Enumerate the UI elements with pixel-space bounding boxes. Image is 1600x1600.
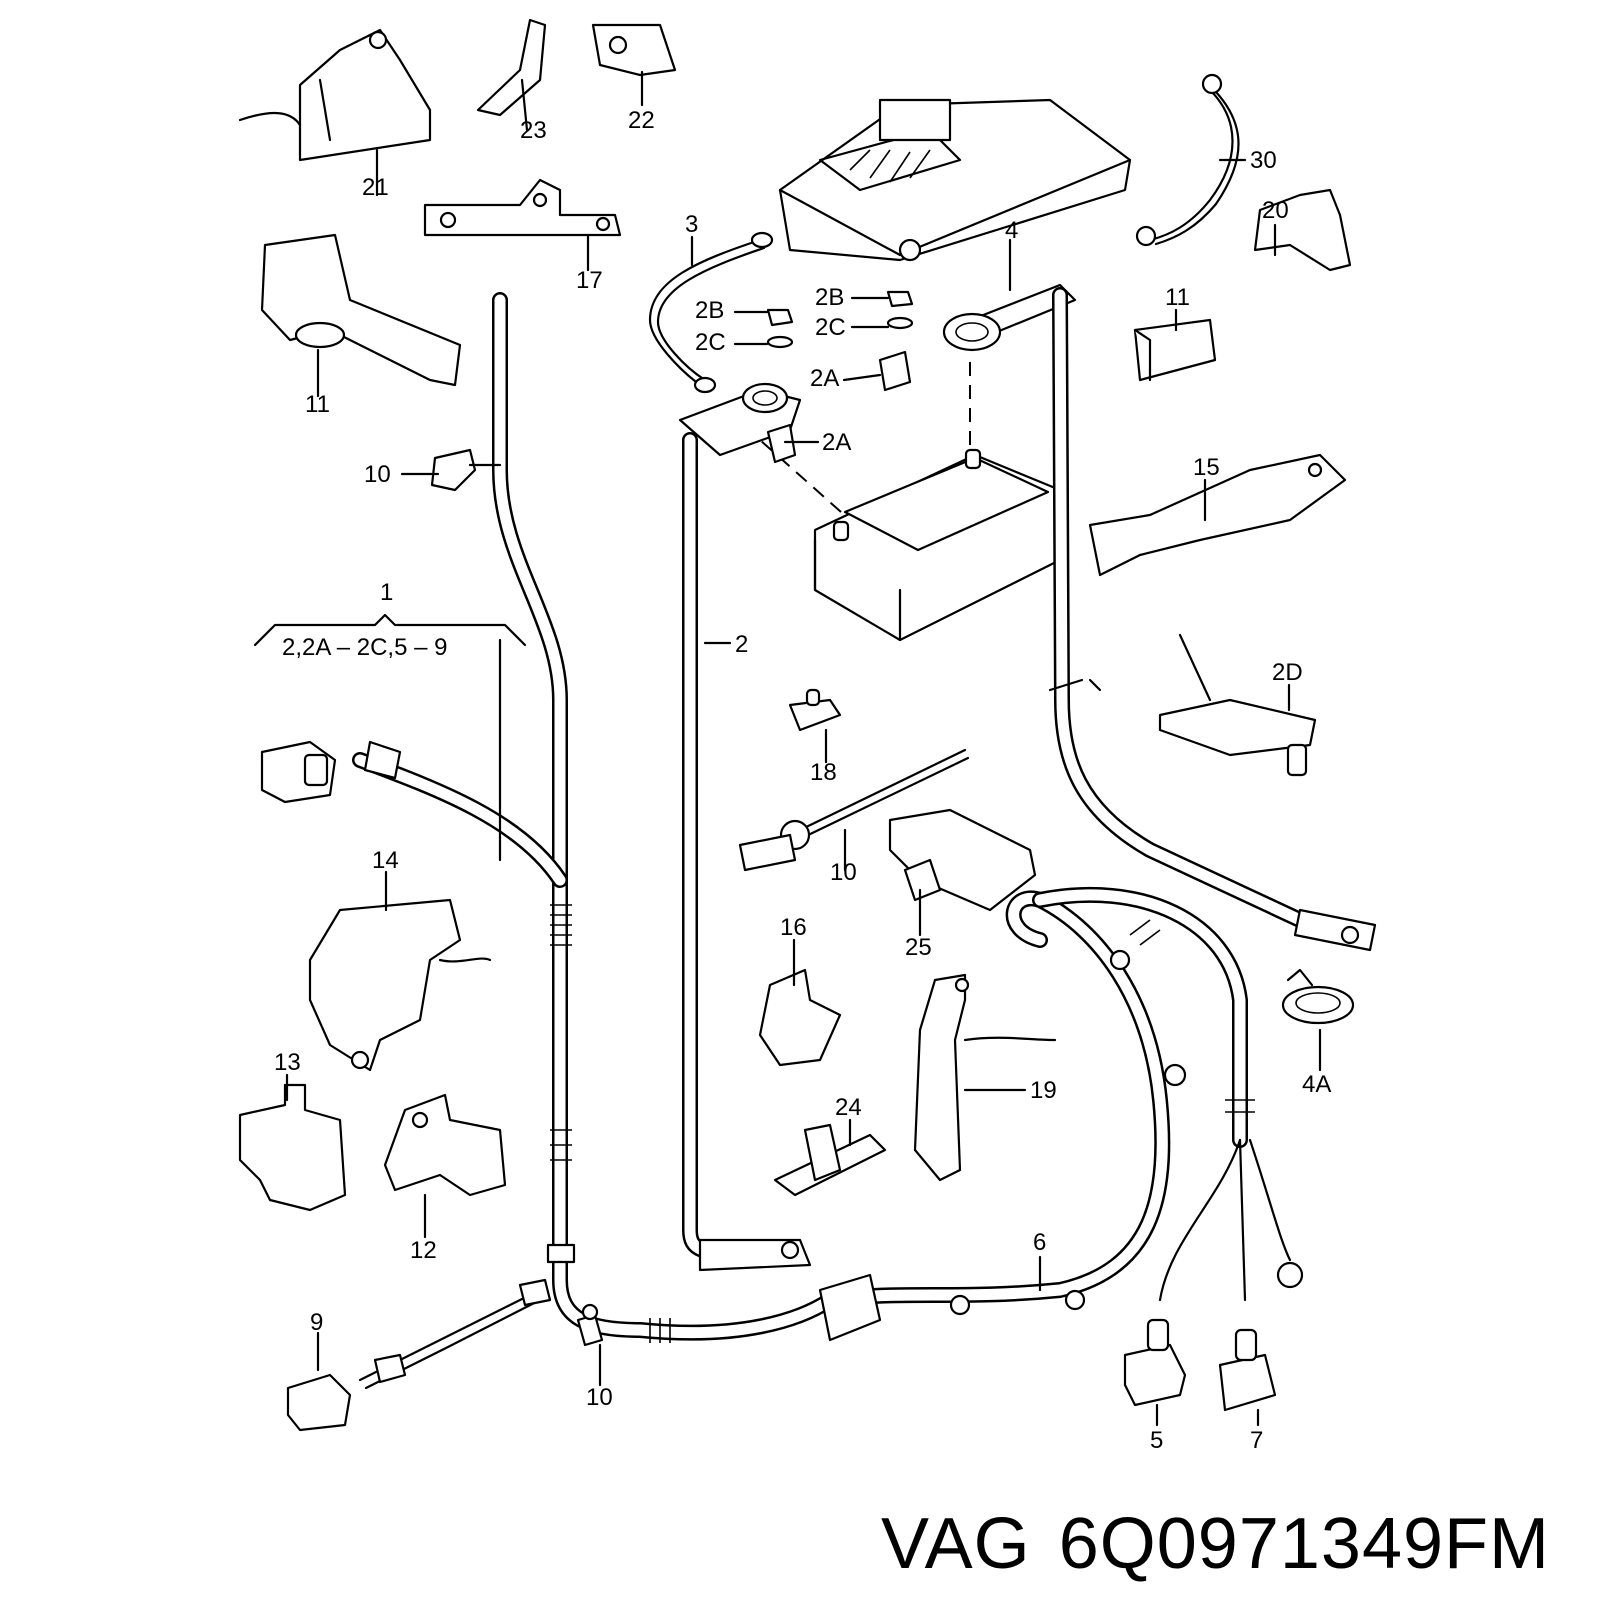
callout-16: 16 — [780, 914, 807, 941]
callout-13: 13 — [274, 1049, 301, 1076]
clip-18 — [788, 688, 842, 732]
bracket-15 — [1088, 453, 1347, 577]
callout-2: 2 — [735, 631, 748, 658]
callout-21: 21 — [362, 174, 389, 201]
callout-1-range: 2,2A – 2C,5 – 9 — [282, 634, 447, 661]
callout-15: 15 — [1193, 454, 1220, 481]
callout-6: 6 — [1033, 1229, 1046, 1256]
callout-2C-left: 2C — [695, 329, 726, 356]
stud-24 — [773, 1123, 887, 1197]
positive-battery-cable — [942, 283, 1377, 952]
callout-22: 22 — [628, 107, 655, 134]
callout-19: 19 — [1030, 1077, 1057, 1104]
callout-11-right: 11 — [1165, 284, 1190, 311]
callout-14: 14 — [372, 847, 399, 874]
bracket-21 — [238, 28, 432, 162]
callout-10-lower: 10 — [586, 1384, 613, 1411]
callout-2A-right: 2A — [810, 365, 839, 392]
ring-4A — [1281, 968, 1355, 1025]
cable-30 — [1135, 73, 1240, 247]
callout-2B-right: 2B — [815, 284, 844, 311]
bracket-19 — [913, 973, 1057, 1182]
cover-2D — [1158, 633, 1317, 777]
clip-16 — [758, 968, 842, 1067]
callout-2A-lower: 2A — [822, 429, 851, 456]
connector-5 — [1123, 1318, 1187, 1407]
callout-3: 3 — [685, 211, 698, 238]
callout-labels: 21 23 22 17 11 10 3 2B 2C 2A 2A 2B 2C 4 … — [274, 107, 1331, 1454]
nut-washer-stack-left — [766, 308, 797, 464]
callout-23: 23 — [520, 117, 547, 144]
callout-25: 25 — [905, 934, 932, 961]
leader-lines — [253, 70, 1322, 1427]
battery-tray — [778, 98, 1132, 262]
callout-4: 4 — [1005, 217, 1018, 244]
callout-24: 24 — [835, 1094, 862, 1121]
bracket-12 — [383, 1093, 507, 1197]
bracket-13 — [238, 1083, 347, 1212]
cover-25 — [888, 808, 1037, 912]
callout-2C-right: 2C — [815, 314, 846, 341]
cable-tie-10 — [738, 748, 970, 872]
battery — [759, 360, 1062, 642]
bracket-22 — [591, 23, 677, 77]
callout-2D: 2D — [1272, 659, 1303, 686]
callout-10-tie: 10 — [830, 859, 857, 886]
bracket-14 — [308, 898, 492, 1072]
callout-4A: 4A — [1302, 1071, 1331, 1098]
callout-9: 9 — [310, 1309, 323, 1336]
callout-5: 5 — [1150, 1427, 1163, 1454]
cable-3 — [648, 231, 774, 394]
callout-1: 1 — [380, 579, 393, 606]
callout-30: 30 — [1250, 147, 1277, 174]
bracket-23 — [476, 18, 547, 117]
callout-17: 17 — [576, 267, 603, 294]
callout-18: 18 — [810, 759, 837, 786]
main-wiring-harness — [260, 292, 1304, 1343]
callout-11-left: 11 — [305, 391, 330, 418]
callout-2B-left: 2B — [695, 297, 724, 324]
nut-washer-stack-right — [878, 290, 914, 392]
bracket-20 — [1253, 188, 1352, 272]
callout-7: 7 — [1250, 1427, 1263, 1454]
callout-20: 20 — [1262, 197, 1289, 224]
grommet-10-lower — [576, 1303, 604, 1347]
callout-12: 12 — [410, 1237, 437, 1264]
part-number-label: 6Q0971349FM — [1058, 1504, 1550, 1584]
brand-label: VAG — [880, 1504, 1031, 1584]
bracket-17 — [423, 178, 622, 237]
clip-11-right — [1133, 318, 1217, 382]
clip-10-upper — [430, 448, 502, 492]
bracket-11-left — [260, 233, 462, 387]
callout-10-upper: 10 — [364, 461, 391, 488]
connector-7 — [1218, 1328, 1277, 1412]
battery-ground-cable — [678, 382, 812, 1272]
connector-9 — [286, 1278, 552, 1432]
